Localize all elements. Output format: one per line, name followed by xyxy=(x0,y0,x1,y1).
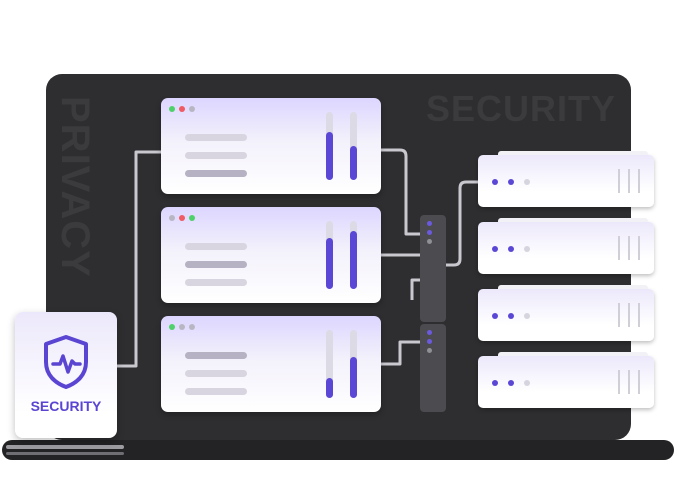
app-card-3 xyxy=(161,316,381,412)
server-led xyxy=(524,313,530,319)
privacy-watermark: PRIVACY xyxy=(53,96,97,278)
text-line xyxy=(185,134,247,141)
window-controls xyxy=(169,324,195,330)
switch-led xyxy=(427,230,432,235)
meter-fill xyxy=(326,238,333,289)
meter-fill xyxy=(350,357,357,398)
server-vent xyxy=(628,370,630,394)
status-dot-green xyxy=(189,215,195,221)
meter-track xyxy=(326,221,333,289)
connector-card1-to-switch xyxy=(380,148,420,236)
meter-fill xyxy=(326,377,333,398)
meter-track xyxy=(326,112,333,180)
status-dot-grey xyxy=(179,324,185,330)
laptop-base-highlight xyxy=(6,445,124,449)
connector-badge-to-card1 xyxy=(116,150,162,368)
server-led xyxy=(492,246,498,252)
text-line xyxy=(185,352,247,359)
server-vent xyxy=(638,169,640,193)
server-unit-2 xyxy=(478,218,654,274)
status-dot-red xyxy=(179,106,185,112)
server-vent xyxy=(638,236,640,260)
connector-switch-to-servers xyxy=(446,180,478,267)
meter-fill xyxy=(350,146,357,180)
server-vent xyxy=(618,370,620,394)
server-led xyxy=(492,313,498,319)
server-vent xyxy=(628,169,630,193)
laptop-base xyxy=(2,440,674,460)
server-led xyxy=(524,380,530,386)
server-top-edge xyxy=(498,151,648,155)
network-switch-bottom xyxy=(420,324,446,412)
shield-pulse-icon xyxy=(44,335,88,389)
server-led xyxy=(524,179,530,185)
server-vent xyxy=(638,370,640,394)
app-card-2 xyxy=(161,207,381,303)
status-dot-grey xyxy=(189,324,195,330)
status-dot-green xyxy=(169,324,175,330)
server-vent xyxy=(618,236,620,260)
switch-led xyxy=(427,339,432,344)
server-led xyxy=(492,380,498,386)
server-top-edge xyxy=(498,352,648,356)
meter-track xyxy=(350,112,357,180)
switch-led xyxy=(427,221,432,226)
server-vent xyxy=(638,303,640,327)
server-vent xyxy=(618,303,620,327)
meter-fill xyxy=(326,132,333,180)
server-led xyxy=(508,313,514,319)
security-badge: SECURITY xyxy=(15,312,117,438)
switch-led xyxy=(427,239,432,244)
app-card-1 xyxy=(161,98,381,194)
server-unit-3 xyxy=(478,285,654,341)
status-dot-green xyxy=(169,106,175,112)
status-dot-grey xyxy=(189,106,195,112)
server-led xyxy=(508,179,514,185)
server-top-edge xyxy=(498,285,648,289)
server-vent xyxy=(628,303,630,327)
switch-led xyxy=(427,348,432,353)
server-top-edge xyxy=(498,218,648,222)
window-controls xyxy=(169,106,195,112)
meter-track xyxy=(326,330,333,398)
security-badge-label: SECURITY xyxy=(30,398,102,414)
meter-track xyxy=(350,330,357,398)
text-line xyxy=(185,279,247,286)
text-line xyxy=(185,243,247,250)
switch-led xyxy=(427,330,432,335)
text-line xyxy=(185,152,247,159)
text-line xyxy=(185,170,247,177)
laptop-base-shadow xyxy=(6,452,124,455)
server-unit-4 xyxy=(478,352,654,408)
network-switch-top xyxy=(420,215,446,322)
status-dot-grey xyxy=(169,215,175,221)
server-led xyxy=(508,246,514,252)
server-unit-1 xyxy=(478,151,654,207)
server-led xyxy=(508,380,514,386)
meter-fill xyxy=(350,231,357,289)
server-vent xyxy=(628,236,630,260)
text-line xyxy=(185,370,247,377)
window-controls xyxy=(169,215,195,221)
text-line xyxy=(185,261,247,268)
security-watermark: SECURITY xyxy=(425,88,616,129)
connector-card3-to-switch2 xyxy=(380,340,420,366)
status-dot-red xyxy=(179,215,185,221)
meter-track xyxy=(350,221,357,289)
server-led xyxy=(492,179,498,185)
server-vent xyxy=(618,169,620,193)
server-led xyxy=(524,246,530,252)
text-line xyxy=(185,388,247,395)
